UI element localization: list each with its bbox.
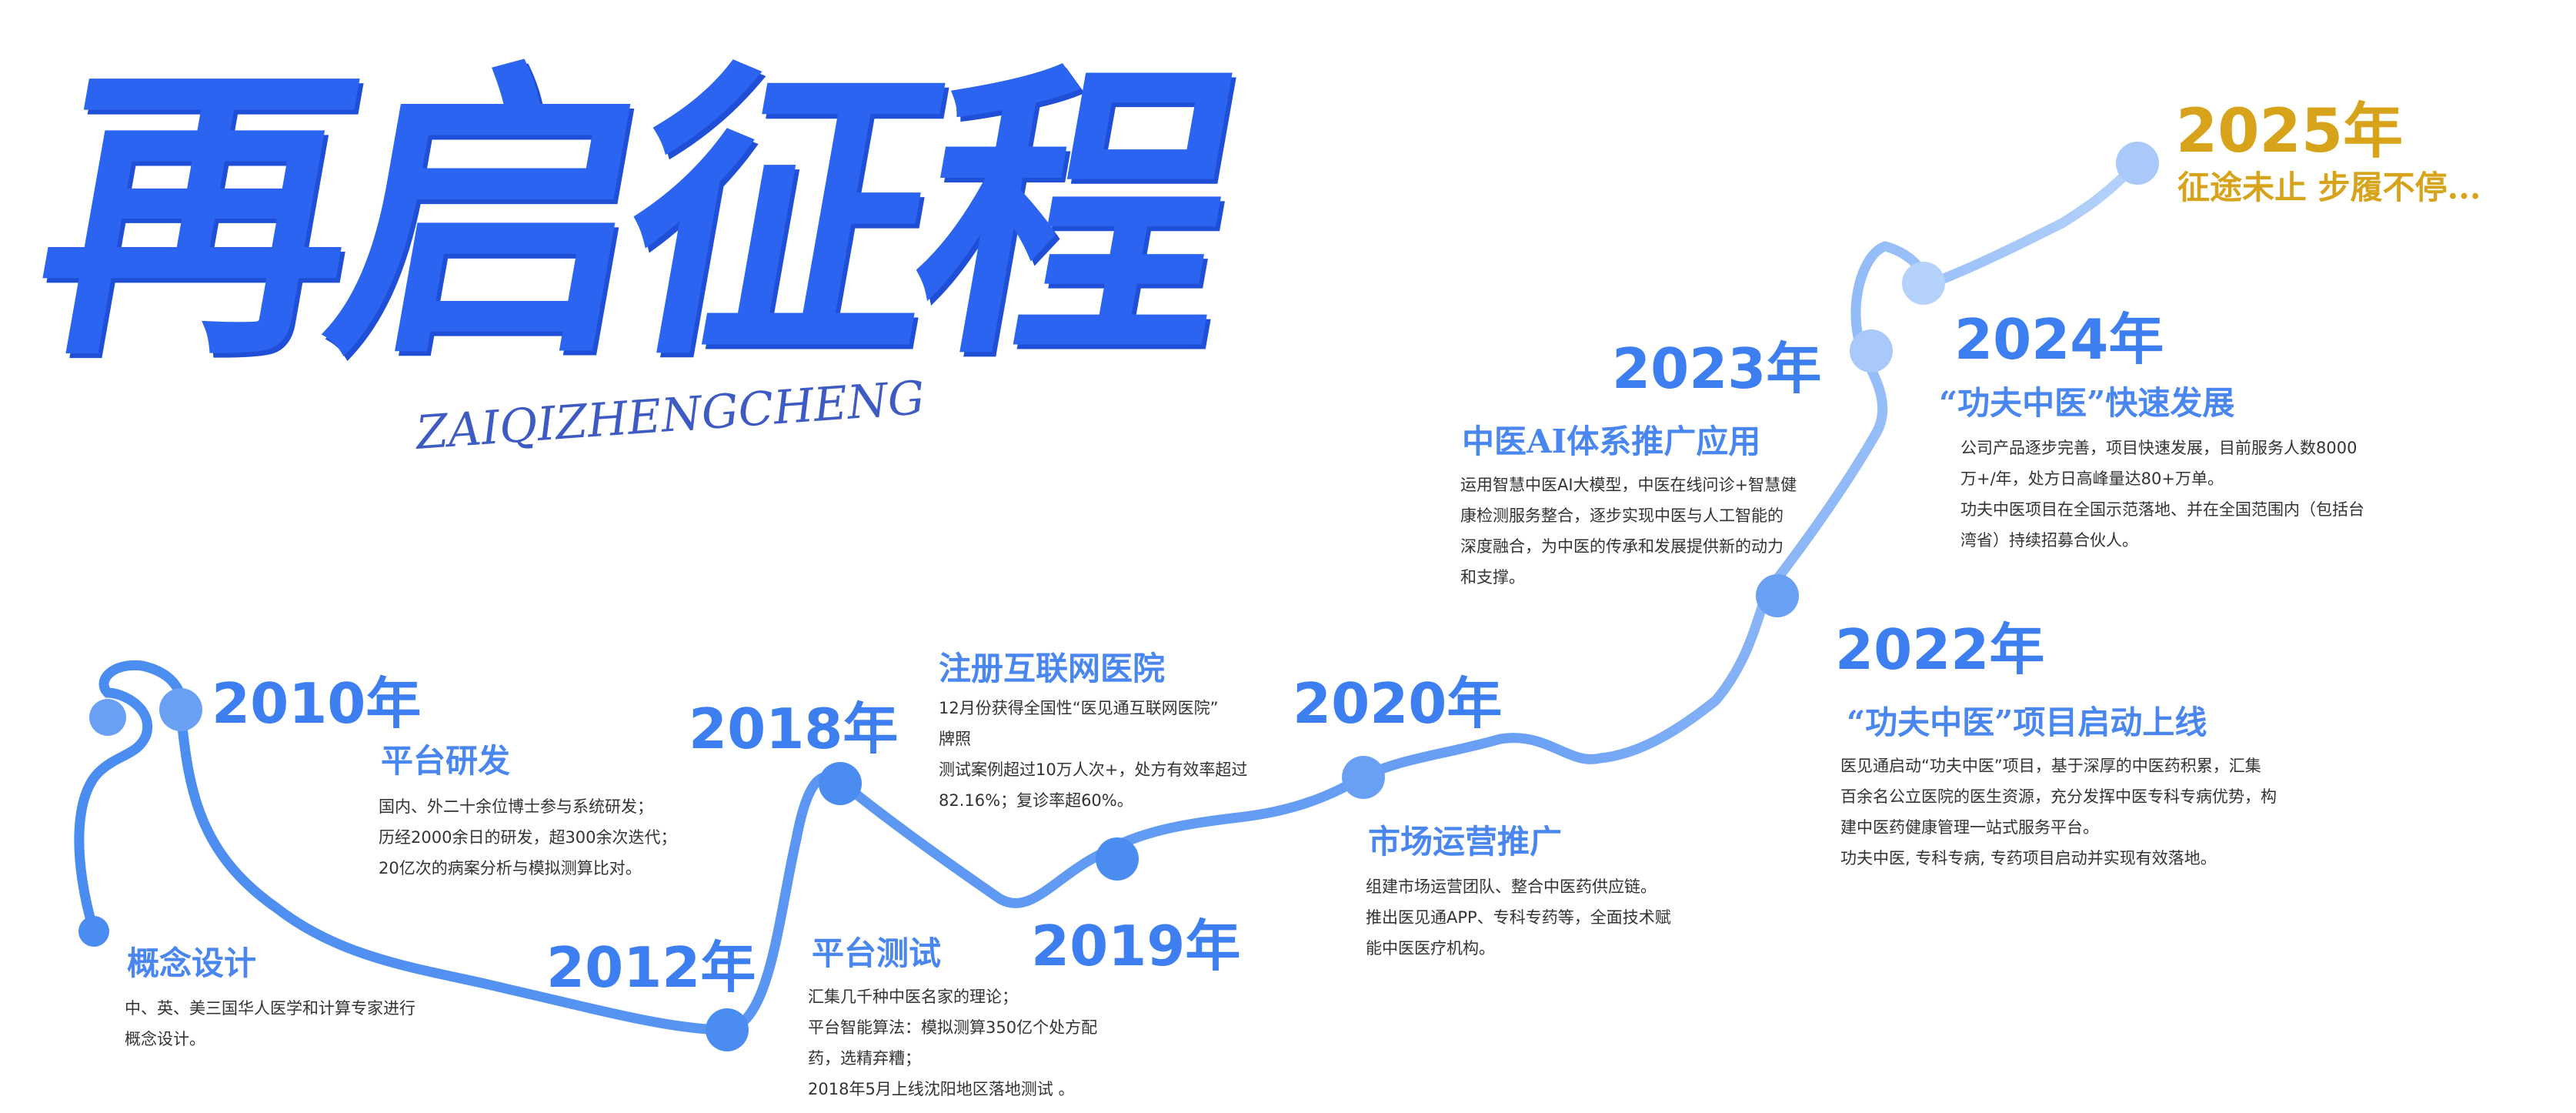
timeline-dot-2022 xyxy=(1756,574,1799,617)
year-2018: 2018年 xyxy=(689,697,899,761)
line-2020-3: 能中医医疗机构。 xyxy=(1366,939,1495,958)
timeline-dot-2018 xyxy=(819,762,862,805)
concept-line-2: 概念设计。 xyxy=(125,1030,205,1048)
concept-description: 中、英、美三国华人医学和计算专家进行 概念设计。 xyxy=(125,993,415,1055)
line-2024-4: 湾省）持续招募合伙人。 xyxy=(1960,531,2138,550)
description-2020: 组建市场运营团队、整合中医药供应链。 推出医见通APP、专科专药等，全面技术赋 … xyxy=(1366,871,1671,964)
line-2023-3: 深度融合，为中医的传承和发展提供新的动力 xyxy=(1460,537,1784,556)
line-2022-2: 百余名公立医院的医生资源，充分发挥中医专科专病优势，构 xyxy=(1840,787,2277,806)
line-2018-2: 牌照 xyxy=(939,730,971,748)
heading-2023: 中医AI体系推广应用 xyxy=(1462,423,1761,460)
line-2018-4: 82.16%；复诊率超60%。 xyxy=(939,791,1133,810)
description-2022: 医见通启动“功夫中医”项目，基于深厚的中医药积累，汇集 百余名公立医院的医生资源… xyxy=(1840,750,2277,874)
line-2022-1: 医见通启动“功夫中医”项目，基于深厚的中医药积累，汇集 xyxy=(1840,757,2261,775)
line-2012-1: 汇集几千种中医名家的理论； xyxy=(808,988,1018,1006)
timeline-dot-2010 xyxy=(159,688,202,731)
year-2010: 2010年 xyxy=(212,671,422,736)
line-2012-4: 2018年5月上线沈阳地区落地测试 。 xyxy=(808,1080,1075,1098)
heading-2022: “功夫中医”项目启动上线 xyxy=(1847,704,2207,741)
heading-2020: 市场运营推广 xyxy=(1368,823,1563,861)
line-2022-3: 建中医药健康管理一站式服务平台。 xyxy=(1840,818,2099,837)
line-2020-1: 组建市场运营团队、整合中医药供应链。 xyxy=(1366,877,1657,896)
line-2023-2: 康检测服务整合，逐步实现中医与人工智能的 xyxy=(1460,506,1784,525)
line-2022-4: 功夫中医, 专科专病, 专药项目启动并实现有效落地。 xyxy=(1840,849,2217,867)
timeline-dot-2019 xyxy=(1096,837,1139,881)
description-2018: 12月份获得全国性“医见通互联网医院” 牌照 测试案例超过10万人次+，处方有效… xyxy=(939,693,1247,816)
line-2024-2: 万+/年，处方日高峰量达80+万单。 xyxy=(1960,470,2224,488)
timeline-dot-concept xyxy=(78,916,109,947)
year-2022: 2022年 xyxy=(1835,617,2045,682)
year-2019: 2019年 xyxy=(1031,914,1241,978)
description-2010: 国内、外二十余位博士参与系统研发； 历经2000余日的研发，超300余次迭代； … xyxy=(379,791,677,884)
line-2024-3: 功夫中医项目在全国示范落地、并在全国范围内（包括台 xyxy=(1960,500,2364,519)
line-2018-1: 12月份获得全国性“医见通互联网医院” xyxy=(939,699,1219,717)
line-2023-4: 和支撑。 xyxy=(1460,568,1525,587)
timeline-dots xyxy=(78,142,2159,1051)
line-2010-3: 20亿次的病案分析与模拟测算比对。 xyxy=(379,859,642,877)
year-2024: 2024年 xyxy=(1954,307,2164,372)
line-2023-1: 运用智慧中医AI大模型，中医在线问诊+智慧健 xyxy=(1460,476,1797,494)
line-2012-2: 平台智能算法：模拟测算350亿个处方配 xyxy=(808,1018,1098,1037)
line-2024-1: 公司产品逐步完善，项目快速发展，目前服务人数8000 xyxy=(1960,439,2357,457)
line-2020-2: 推出医见通APP、专科专药等，全面技术赋 xyxy=(1366,908,1671,927)
timeline-dot-2024 xyxy=(1902,262,1945,305)
line-2010-2: 历经2000余日的研发，超300余次迭代； xyxy=(379,828,677,847)
timeline-dot-2023 xyxy=(1850,329,1893,373)
description-2012: 汇集几千种中医名家的理论； 平台智能算法：模拟测算350亿个处方配 药，选精弃糟… xyxy=(808,981,1097,1105)
heading-2010: 平台研发 xyxy=(381,742,511,780)
heading-2012: 平台测试 xyxy=(812,934,942,972)
year-2020: 2020年 xyxy=(1293,671,1503,736)
timeline-dot-small xyxy=(89,699,126,736)
timeline-path xyxy=(74,156,2144,1035)
concept-heading: 概念设计 xyxy=(127,944,257,982)
timeline-dot-2012 xyxy=(706,1008,749,1051)
year-2023: 2023年 xyxy=(1612,336,1822,401)
timeline-dot-2020 xyxy=(1342,756,1385,799)
description-2023: 运用智慧中医AI大模型，中医在线问诊+智慧健 康检测服务整合，逐步实现中医与人工… xyxy=(1460,470,1797,593)
line-2012-3: 药，选精弃糟； xyxy=(808,1049,921,1068)
heading-2018: 注册互联网医院 xyxy=(939,650,1166,687)
year-2025: 2025年 xyxy=(2176,97,2404,166)
description-2024: 公司产品逐步完善，项目快速发展，目前服务人数8000 万+/年，处方日高峰量达8… xyxy=(1960,433,2364,556)
heading-2024: “功夫中医”快速发展 xyxy=(1939,384,2235,422)
line-2018-3: 测试案例超过10万人次+，处方有效率超过 xyxy=(939,760,1248,779)
line-2010-1: 国内、外二十余位博士参与系统研发； xyxy=(379,797,653,816)
year-2012: 2012年 xyxy=(546,935,756,1000)
heading-2025: 征途未止 步履不停... xyxy=(2177,169,2481,206)
concept-line-1: 中、英、美三国华人医学和计算专家进行 xyxy=(125,999,415,1018)
timeline-dot-2025 xyxy=(2116,142,2159,185)
